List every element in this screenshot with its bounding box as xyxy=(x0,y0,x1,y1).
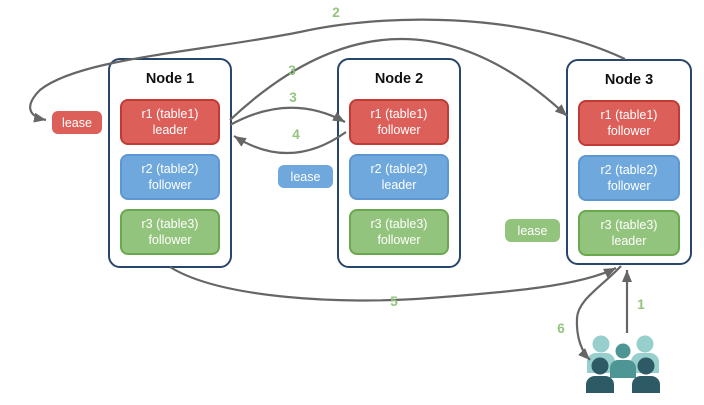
lease-badge-table1: lease xyxy=(52,111,102,134)
node-3-title: Node 3 xyxy=(604,72,654,88)
replica-range-label: r2 (table2) xyxy=(370,161,428,176)
node1-replica-r3: r3 (table3) follower xyxy=(120,209,220,255)
node2-replica-r3: r3 (table3) follower xyxy=(349,209,449,255)
replica-role-label: follower xyxy=(607,179,651,193)
replica-role-label: leader xyxy=(381,178,417,192)
step-label-6: 6 xyxy=(557,321,565,336)
replica-range-label: r1 (table1) xyxy=(370,106,428,121)
node1-replica-r1: r1 (table1) leader xyxy=(120,99,220,145)
step-label-5: 5 xyxy=(390,294,398,309)
node-2: Node 2 r1 (table1) follower r2 (table2) … xyxy=(337,58,461,268)
step-label-3b: 3 xyxy=(289,90,297,105)
replica-role-label: leader xyxy=(611,234,647,248)
replica-role-label: follower xyxy=(377,123,421,137)
arrow-step6-user-response xyxy=(575,265,622,361)
node-1-title: Node 1 xyxy=(145,71,195,87)
replica-range-label: r2 (table2) xyxy=(600,162,658,177)
node1-replica-r2: r2 (table2) follower xyxy=(120,154,220,200)
node-1: Node 1 r1 (table1) leader r2 (table2) fo… xyxy=(108,58,232,268)
replica-range-label: r1 (table1) xyxy=(141,106,199,121)
replica-role-label: follower xyxy=(377,233,421,247)
lease-badge-table3: lease xyxy=(505,219,560,242)
arrow-step3-replicate-to-node2 xyxy=(229,106,346,126)
node-2-title: Node 2 xyxy=(374,71,424,87)
replica-range-label: r3 (table3) xyxy=(600,217,658,232)
step-label-1: 1 xyxy=(637,297,645,312)
step-label-4: 4 xyxy=(292,127,300,142)
replica-range-label: r3 (table3) xyxy=(141,216,199,231)
node-3: Node 3 r1 (table1) follower r2 (table2) … xyxy=(566,59,692,265)
replica-range-label: r2 (table2) xyxy=(141,161,199,176)
users-icon xyxy=(586,335,660,393)
step-label-3a: 3 xyxy=(288,63,296,78)
lease-badge-table2: lease xyxy=(278,165,333,188)
node3-replica-r1: r1 (table1) follower xyxy=(578,100,680,146)
replica-range-label: r3 (table3) xyxy=(370,216,428,231)
step-label-2: 2 xyxy=(332,5,340,20)
replica-role-label: leader xyxy=(152,123,188,137)
replica-role-label: follower xyxy=(607,124,651,138)
replica-range-label: r1 (table1) xyxy=(600,107,658,122)
node3-replica-r3: r3 (table3) leader xyxy=(578,210,680,256)
node2-replica-r1: r1 (table1) follower xyxy=(349,99,449,145)
node2-replica-r2: r2 (table2) leader xyxy=(349,154,449,200)
replica-role-label: follower xyxy=(148,233,192,247)
replica-role-label: follower xyxy=(148,178,192,192)
arrow-step4-ack xyxy=(233,131,347,155)
node3-replica-r2: r2 (table2) follower xyxy=(578,155,680,201)
